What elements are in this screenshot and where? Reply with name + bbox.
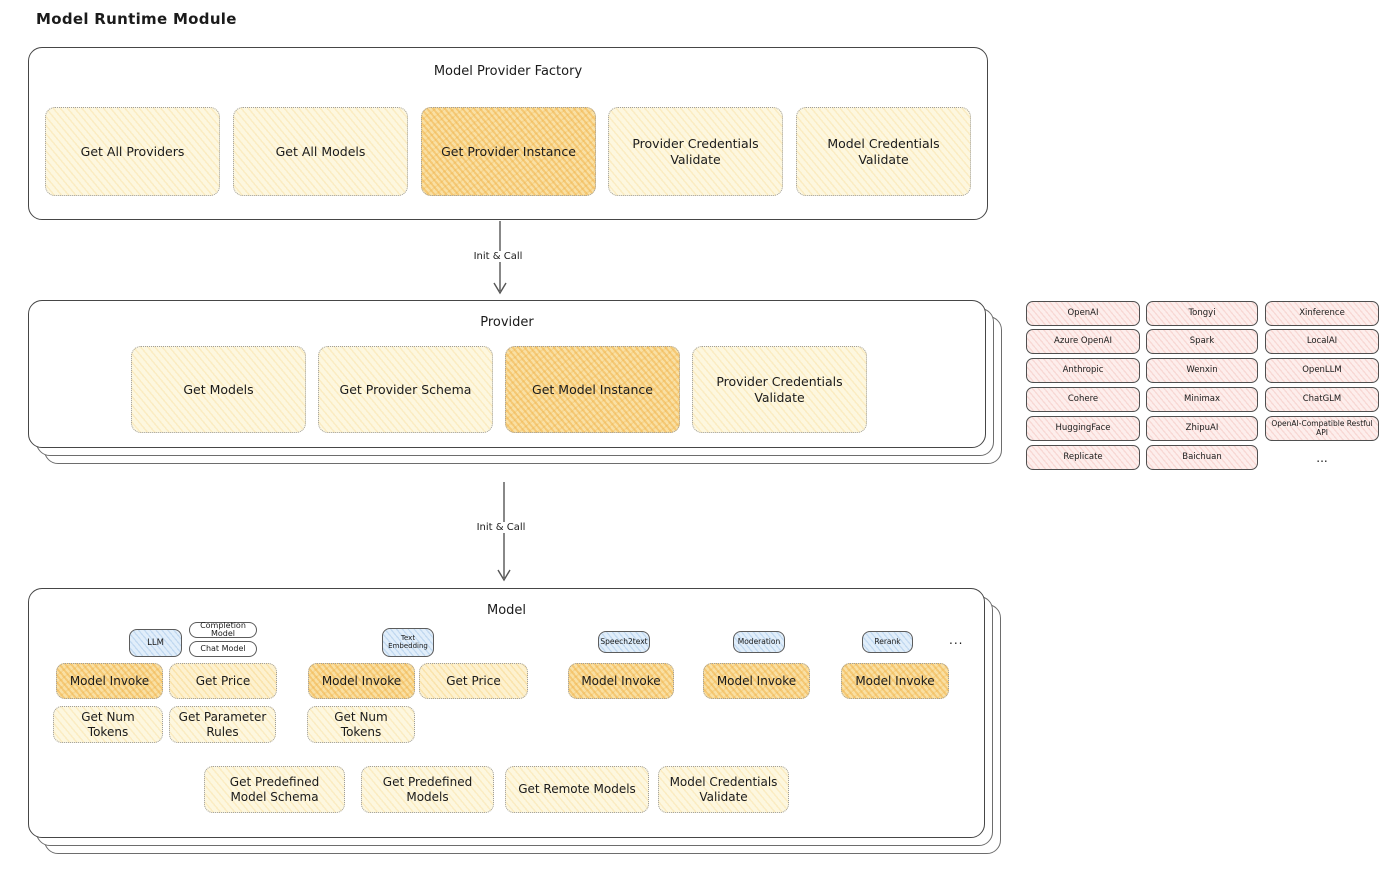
provider-item-cohere: Cohere	[1026, 387, 1140, 412]
speech2text-model-invoke-node: Model Invoke	[568, 663, 674, 699]
moderation-model-invoke-node: Model Invoke	[703, 663, 810, 699]
provider-get-models-node: Get Models	[131, 346, 306, 433]
provider-get-provider-schema-node: Get Provider Schema	[318, 346, 493, 433]
providers-grid-ellipsis: ...	[1316, 450, 1328, 465]
text-embedding-get-price-node: Get Price	[419, 663, 528, 699]
text-embedding-model-invoke-node: Model Invoke	[308, 663, 415, 699]
get-remote-models-node: Get Remote Models	[505, 766, 649, 813]
provider-item-openllm: OpenLLM	[1265, 358, 1379, 383]
tag-chat-model: Chat Model	[189, 641, 257, 657]
provider-item-zhipuai: ZhipuAI	[1146, 416, 1258, 441]
provider-item-wenxin: Wenxin	[1146, 358, 1258, 383]
provider-item-spark: Spark	[1146, 329, 1258, 354]
model-credentials-validate-node: Model Credentials Validate	[658, 766, 789, 813]
model-title: Model	[486, 603, 527, 618]
provider-item-anthropic: Anthropic	[1026, 358, 1140, 383]
provider-box: Provider Get Models Get Provider Schema …	[28, 300, 986, 448]
providers-grid: OpenAI Azure OpenAI Anthropic Cohere Hug…	[1026, 301, 1380, 471]
get-predefined-model-schema-node: Get Predefined Model Schema	[204, 766, 345, 813]
provider-item-minimax: Minimax	[1146, 387, 1258, 412]
provider-item-huggingface: HuggingFace	[1026, 416, 1140, 441]
init-call-arrow-2	[497, 482, 511, 582]
tag-text-embedding: Text Embedding	[382, 628, 434, 657]
provider-item-tongyi: Tongyi	[1146, 301, 1258, 326]
factory-title: Model Provider Factory	[433, 64, 583, 79]
factory-provider-credentials-validate-node: Provider Credentials Validate	[608, 107, 783, 196]
provider-item-openai: OpenAI	[1026, 301, 1140, 326]
page-title: Model Runtime Module	[36, 10, 237, 28]
tag-moderation: Moderation	[733, 631, 785, 653]
factory-get-provider-instance-node: Get Provider Instance	[421, 107, 596, 196]
tag-llm: LLM	[129, 629, 182, 657]
factory-model-credentials-validate-node: Model Credentials Validate	[796, 107, 971, 196]
tag-completion-model: Completion Model	[189, 621, 257, 638]
llm-get-price-node: Get Price	[169, 663, 277, 699]
provider-get-model-instance-node: Get Model Instance	[505, 346, 680, 433]
provider-item-openai-compatible: OpenAI-Compatible Restful API	[1265, 416, 1379, 441]
tag-rerank: Rerank	[862, 631, 913, 653]
provider-item-xinference: Xinference	[1265, 301, 1379, 326]
rerank-model-invoke-node: Model Invoke	[841, 663, 949, 699]
text-embedding-get-num-tokens-node: Get Num Tokens	[307, 706, 415, 743]
init-call-label-1: Init & Call	[470, 251, 526, 262]
model-box: Model LLM Completion Model Chat Model Te…	[28, 588, 985, 838]
provider-item-localai: LocalAI	[1265, 329, 1379, 354]
factory-get-all-providers-node: Get All Providers	[45, 107, 220, 196]
provider-title: Provider	[480, 315, 534, 330]
factory-box: Model Provider Factory Get All Providers…	[28, 47, 988, 220]
provider-credentials-validate-node: Provider Credentials Validate	[692, 346, 867, 433]
factory-get-all-models-node: Get All Models	[233, 107, 408, 196]
provider-item-azure-openai: Azure OpenAI	[1026, 329, 1140, 354]
init-call-label-2: Init & Call	[473, 522, 529, 533]
llm-get-num-tokens-node: Get Num Tokens	[53, 706, 163, 743]
llm-get-parameter-rules-node: Get Parameter Rules	[169, 706, 276, 743]
provider-item-replicate: Replicate	[1026, 445, 1140, 470]
get-predefined-models-node: Get Predefined Models	[361, 766, 494, 813]
provider-item-baichuan: Baichuan	[1146, 445, 1258, 470]
llm-model-invoke-node: Model Invoke	[56, 663, 163, 699]
provider-item-chatglm: ChatGLM	[1265, 387, 1379, 412]
tag-speech2text: Speech2text	[598, 631, 650, 653]
model-tags-ellipsis: ...	[949, 633, 964, 647]
